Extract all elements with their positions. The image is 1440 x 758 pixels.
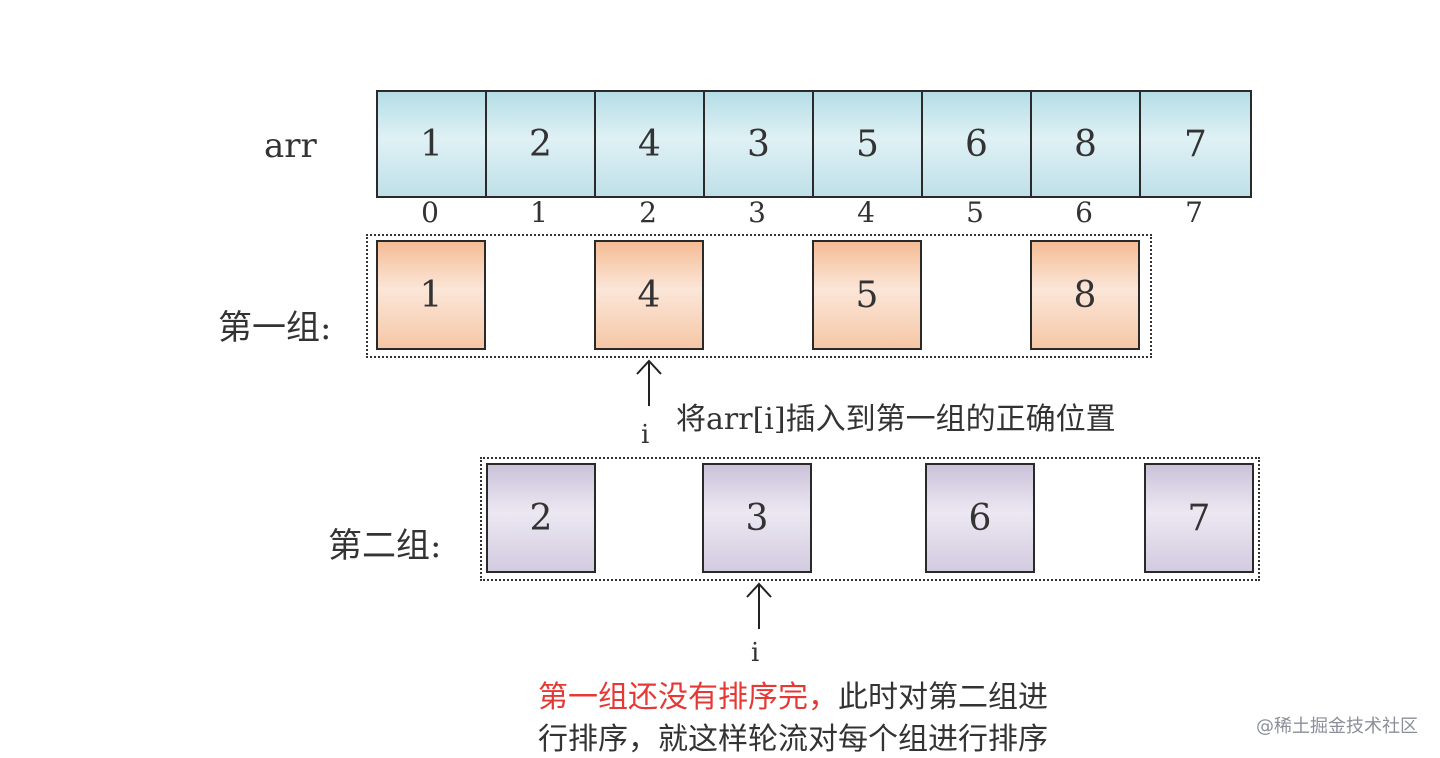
arr-index: 1 bbox=[530, 196, 548, 229]
group2-cell: 2 bbox=[486, 463, 596, 573]
group2-cell: 7 bbox=[1144, 463, 1254, 573]
arr-index: 2 bbox=[639, 196, 657, 229]
group1-cell: 5 bbox=[812, 240, 922, 350]
group1-box bbox=[366, 234, 1152, 358]
group2-cell: 6 bbox=[925, 463, 1035, 573]
group1-note: 将arr[i]插入到第一组的正确位置 bbox=[676, 402, 1116, 437]
group2-note-highlight: 第一组还没有排序完， bbox=[538, 680, 838, 715]
group1-cell: 1 bbox=[376, 240, 486, 350]
arr-cell: 3 bbox=[703, 90, 814, 198]
arr-index: 4 bbox=[857, 196, 875, 229]
pointer-arrow-icon bbox=[636, 359, 662, 406]
group2-label: 第二组: bbox=[328, 526, 442, 566]
arr-index: 6 bbox=[1075, 196, 1093, 229]
group2-cell: 3 bbox=[702, 463, 812, 573]
group2-note-line1-text: 此时对第二组进 bbox=[838, 680, 1048, 715]
arr-label: arr bbox=[264, 126, 317, 166]
arr-cell: 7 bbox=[1139, 90, 1252, 198]
group2-note-line2: 行排序，就这样轮流对每个组进行排序 bbox=[538, 722, 1048, 757]
pointer-arrow-icon bbox=[746, 582, 772, 629]
group2-note-line1: 第一组还没有排序完，此时对第二组进 bbox=[538, 672, 1048, 716]
group1-label: 第一组: bbox=[218, 308, 332, 348]
arr-index: 0 bbox=[421, 196, 439, 229]
arr-index: 5 bbox=[966, 196, 984, 229]
group1-cell: 4 bbox=[594, 240, 704, 350]
arr-cell: 2 bbox=[485, 90, 596, 198]
watermark: @稀土掘金技术社区 bbox=[1256, 716, 1418, 737]
arr-index: 3 bbox=[748, 196, 766, 229]
pointer-i-label: i bbox=[641, 420, 650, 450]
arr-cell: 1 bbox=[376, 90, 487, 198]
group2-box bbox=[480, 457, 1260, 581]
pointer-i-label: i bbox=[751, 638, 760, 668]
arr-cell: 6 bbox=[921, 90, 1032, 198]
arr-cell: 4 bbox=[594, 90, 705, 198]
group1-cell: 8 bbox=[1030, 240, 1140, 350]
arr-cell: 8 bbox=[1030, 90, 1141, 198]
arr-cell: 5 bbox=[812, 90, 923, 198]
arr-index: 7 bbox=[1185, 196, 1203, 229]
